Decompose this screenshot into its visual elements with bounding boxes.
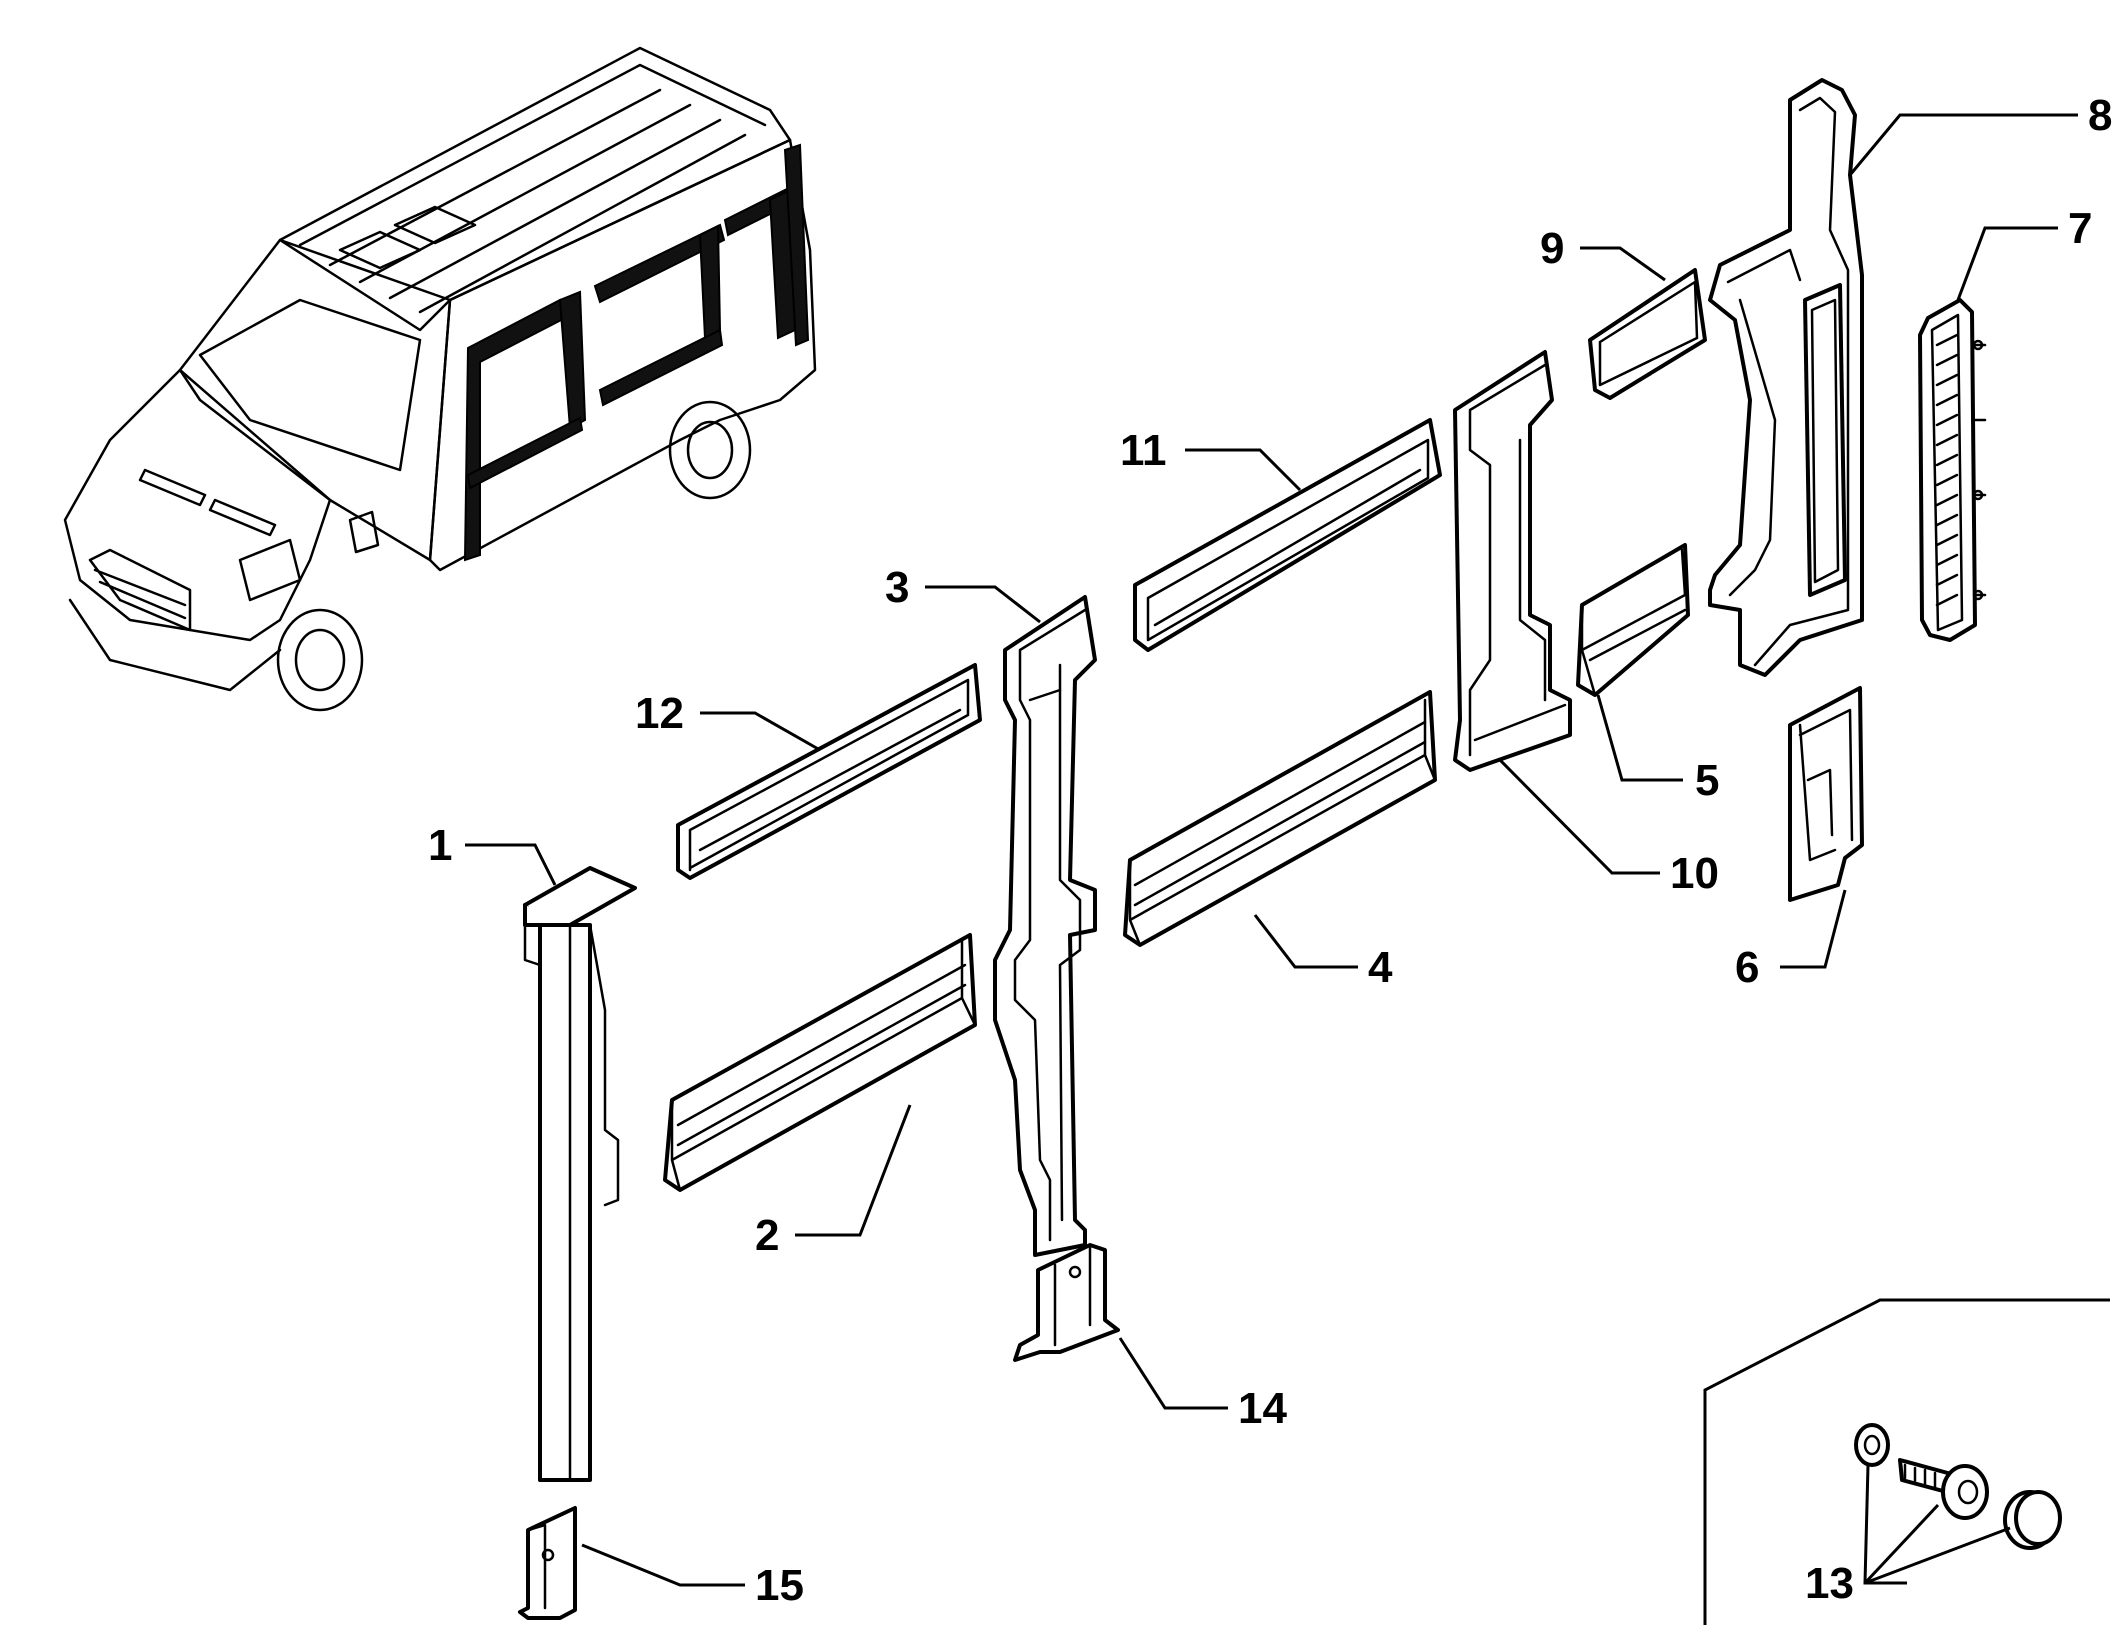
part-15-bracket	[518, 1506, 577, 1620]
part-10-pillar	[1453, 350, 1572, 772]
callout-7: 7	[2068, 204, 2092, 253]
callout-9: 9	[1540, 224, 1564, 273]
callout-8: 8	[2088, 91, 2112, 140]
part-3-pillar	[993, 595, 1097, 1257]
part-13-hardware	[1703, 1298, 2110, 1625]
part-14-bracket	[1013, 1243, 1120, 1362]
callout-1: 1	[428, 821, 452, 870]
part-9-bracket	[1588, 268, 1707, 400]
part-8-panel	[1708, 78, 1864, 677]
van-illustration	[63, 46, 817, 712]
callout-10: 10	[1670, 849, 1719, 898]
callout-13: 13	[1805, 1559, 1854, 1608]
part-6-bracket	[1788, 686, 1864, 902]
leader-lines	[465, 113, 2078, 1587]
callout-11: 11	[1120, 426, 1167, 475]
callout-labels: 1 2 3 4 5 6 7 8 9 10 11 12 13 14 15	[428, 91, 2112, 1610]
callout-15: 15	[755, 1561, 804, 1610]
callout-4: 4	[1368, 943, 1393, 992]
callout-3: 3	[885, 563, 909, 612]
part-1-pillar	[523, 866, 637, 1482]
part-11-rail	[1133, 418, 1442, 652]
part-5-bracket	[1576, 543, 1690, 697]
part-12-rail	[676, 663, 982, 880]
callout-12: 12	[635, 689, 684, 738]
callout-2: 2	[755, 1211, 779, 1260]
callout-5: 5	[1695, 756, 1719, 805]
callout-6: 6	[1735, 943, 1759, 992]
part-4-rail	[1123, 690, 1437, 947]
callout-14: 14	[1238, 1384, 1287, 1433]
part-2-rail	[663, 933, 977, 1192]
part-7-vent	[1918, 298, 1987, 642]
